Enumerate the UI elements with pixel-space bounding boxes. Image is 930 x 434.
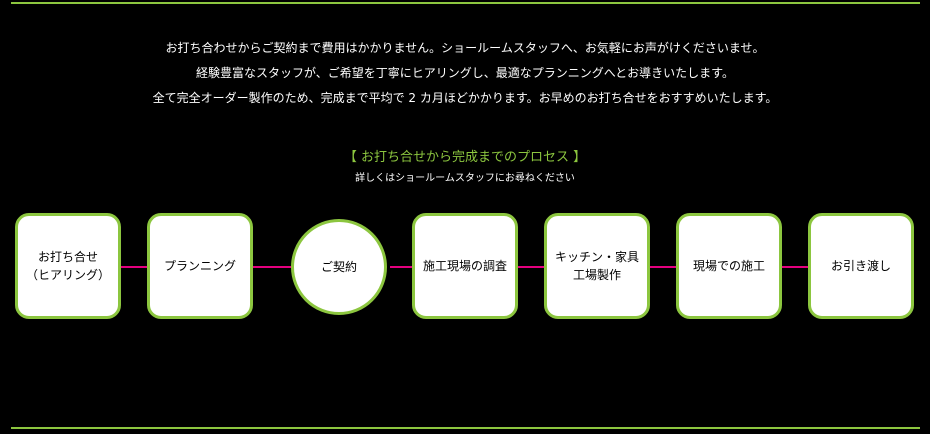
step-label: ご契約 (320, 260, 357, 274)
intro-text: お打ち合わせからご契約まで費用はかかりません。ショールームスタッフへ、お気軽にお… (0, 36, 930, 111)
top-divider (11, 2, 920, 4)
connector-line (782, 266, 812, 268)
bottom-divider (11, 427, 920, 429)
step-installation[interactable]: 現場での施工 (676, 213, 782, 319)
step-handover[interactable]: お引き渡し (808, 213, 914, 319)
step-label: 現場での施工 (692, 259, 765, 273)
step-label: お引き渡し (830, 259, 891, 273)
step-label: お打ち合せ （ヒアリング） (25, 250, 110, 282)
step-label: キッチン・家具 工場製作 (554, 250, 639, 282)
connector-line (390, 266, 415, 268)
intro-line-3: 全て完全オーダー製作のため、完成まで平均で 2 カ月ほどかかります。お早めのお打… (152, 91, 778, 105)
connector-line (518, 266, 548, 268)
step-contract[interactable]: ご契約 (291, 219, 387, 315)
process-title: 【 お打ち合せから完成までのプロセス 】 (343, 150, 587, 165)
process-flow: お打ち合せ （ヒアリング） プランニング ご契約 施工現場の調査 キッチン・家具… (0, 213, 930, 323)
step-label: プランニング (163, 259, 236, 273)
step-site-survey[interactable]: 施工現場の調査 (412, 213, 518, 319)
step-factory-production[interactable]: キッチン・家具 工場製作 (544, 213, 650, 319)
step-label: 施工現場の調査 (422, 259, 507, 273)
connector-line (650, 266, 680, 268)
step-consultation[interactable]: お打ち合せ （ヒアリング） (15, 213, 121, 319)
intro-line-2: 経験豊富なスタッフが、ご希望を丁寧にヒアリングし、最適なプランニングへとお導きい… (196, 66, 734, 80)
intro-line-1: お打ち合わせからご契約まで費用はかかりません。ショールームスタッフへ、お気軽にお… (165, 41, 765, 55)
process-subtitle: 詳しくはショールームスタッフにお尋ねください (355, 173, 575, 184)
step-planning[interactable]: プランニング (147, 213, 253, 319)
connector-line (252, 266, 292, 268)
connector-line (120, 266, 150, 268)
